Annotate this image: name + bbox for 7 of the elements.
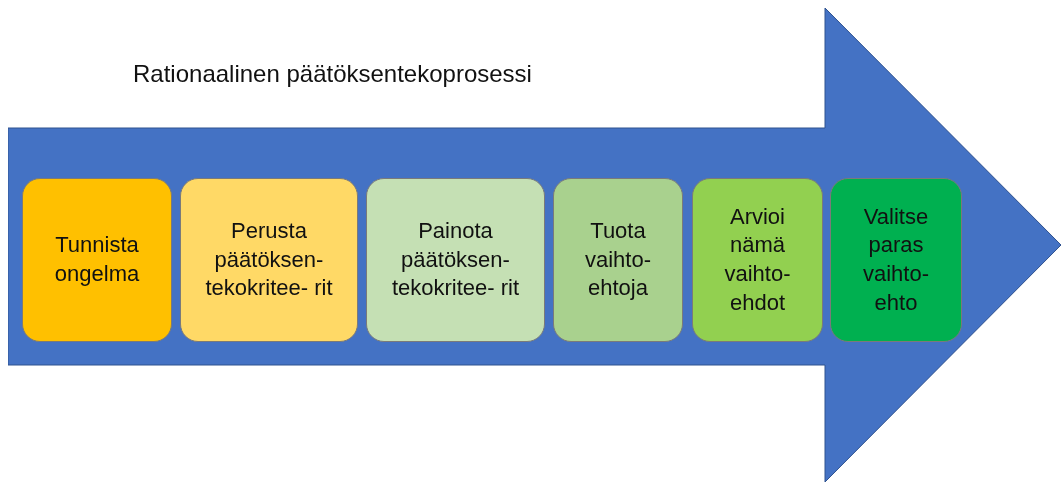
step-box: Tunnista ongelma [22, 178, 172, 342]
step-box: Valitse paras vaihto- ehto [830, 178, 962, 342]
title: Rationaalinen päätöksentekoprosessi [133, 60, 532, 88]
step-box: Tuota vaihto- ehtoja [553, 178, 683, 342]
step-box: Perusta päätöksen- tekokritee- rit [180, 178, 358, 342]
step-box: Painota päätöksen- tekokritee- rit [366, 178, 545, 342]
step-box: Arvioi nämä vaihto- ehdot [692, 178, 823, 342]
